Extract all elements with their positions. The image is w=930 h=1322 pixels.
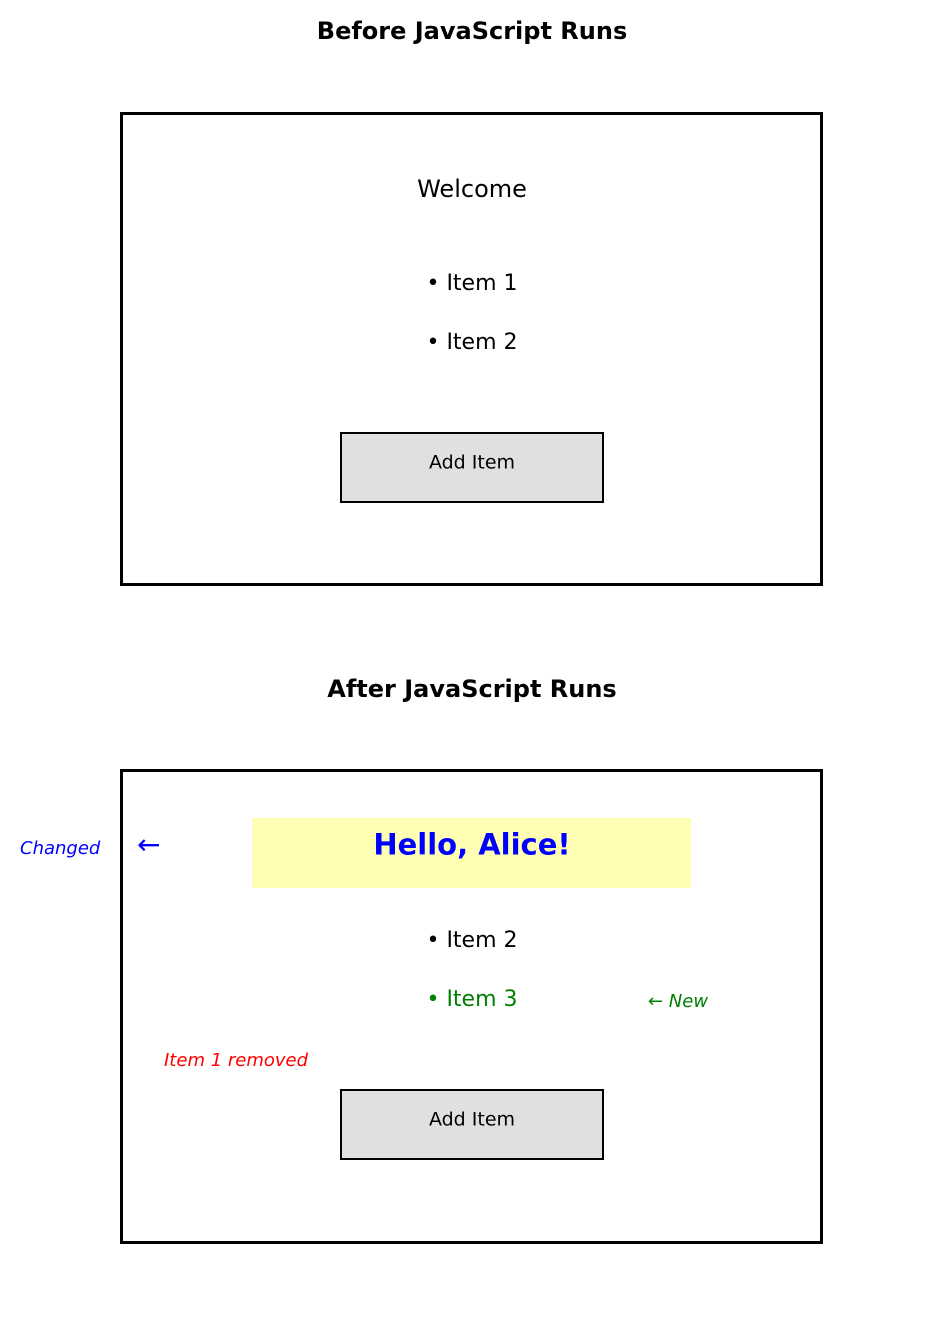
changed-annotation: Changed	[20, 838, 101, 859]
after-list-item-new: • Item 3	[426, 987, 518, 1012]
before-title: Before JavaScript Runs	[316, 17, 628, 45]
after-title: After JavaScript Runs	[327, 675, 617, 703]
removed-annotation: Item 1 removed	[164, 1050, 309, 1071]
before-page-frame	[120, 112, 823, 586]
button-label: Add Item	[428, 451, 516, 474]
after-page-frame	[120, 769, 823, 1244]
before-list-item: • Item 2	[426, 330, 518, 355]
after-heading: Hello, Alice!	[373, 827, 571, 862]
after-add-item-button[interactable]: Add Item	[340, 1089, 604, 1160]
button-label: Add Item	[428, 1108, 516, 1131]
before-list-item: • Item 1	[426, 271, 518, 296]
arrow-left-icon: ←	[137, 828, 161, 861]
after-list-item: • Item 2	[426, 928, 518, 953]
before-add-item-button[interactable]: Add Item	[340, 432, 604, 503]
heading-highlight	[252, 818, 691, 888]
before-heading: Welcome	[417, 175, 527, 203]
new-annotation: ← New	[648, 991, 709, 1012]
